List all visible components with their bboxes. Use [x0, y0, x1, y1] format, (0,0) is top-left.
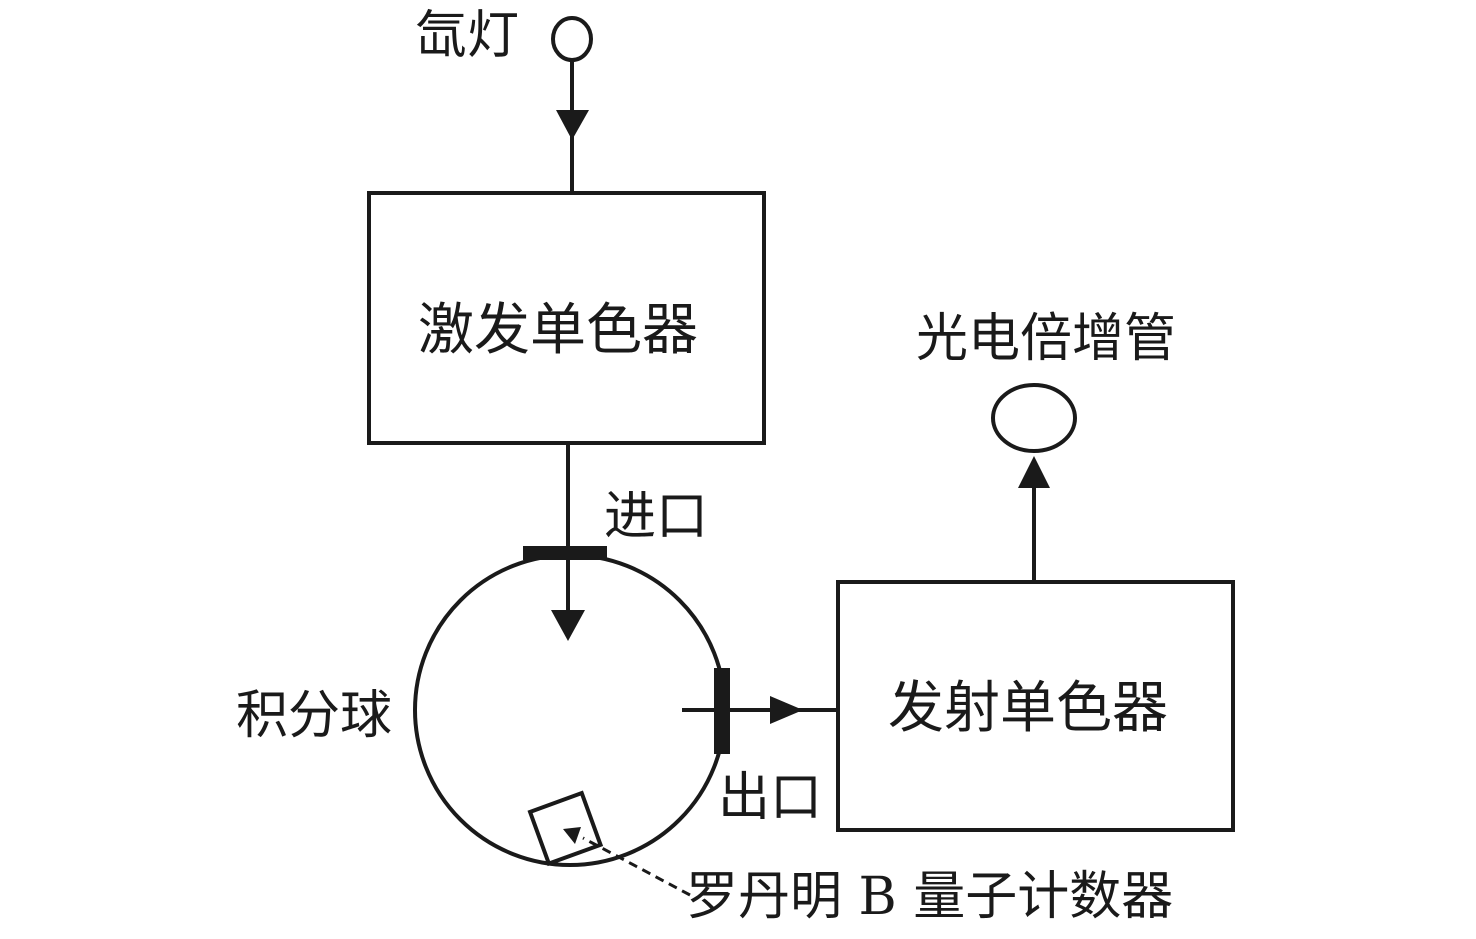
photomultiplier-label: 光电倍增管 [916, 309, 1177, 369]
emission-monochromator-label: 发射单色器 [888, 676, 1168, 741]
inlet-slit [523, 546, 607, 560]
inlet-arrowhead [551, 610, 585, 641]
quantum-counter-pointer-line [582, 836, 691, 897]
photomultiplier-symbol [991, 383, 1077, 453]
integrating-sphere-label: 积分球 [236, 686, 393, 746]
inlet-label: 进口 [604, 487, 709, 547]
outlet-slit [714, 668, 730, 754]
quantum-counter-label: 罗丹明 B 量子计数器 [686, 867, 1174, 927]
pmt-arrowhead [1018, 456, 1050, 488]
quantum-counter-arrowhead [563, 827, 581, 844]
quantum-counter-square [527, 790, 604, 867]
outlet-arrowhead [770, 696, 803, 724]
excitation-monochromator-label: 激发单色器 [418, 298, 698, 363]
outlet-label: 出口 [718, 768, 823, 828]
xenon-lamp-symbol [551, 16, 593, 62]
xenon-lamp-label: 氙灯 [415, 6, 520, 66]
lamp-arrowhead [556, 110, 589, 140]
